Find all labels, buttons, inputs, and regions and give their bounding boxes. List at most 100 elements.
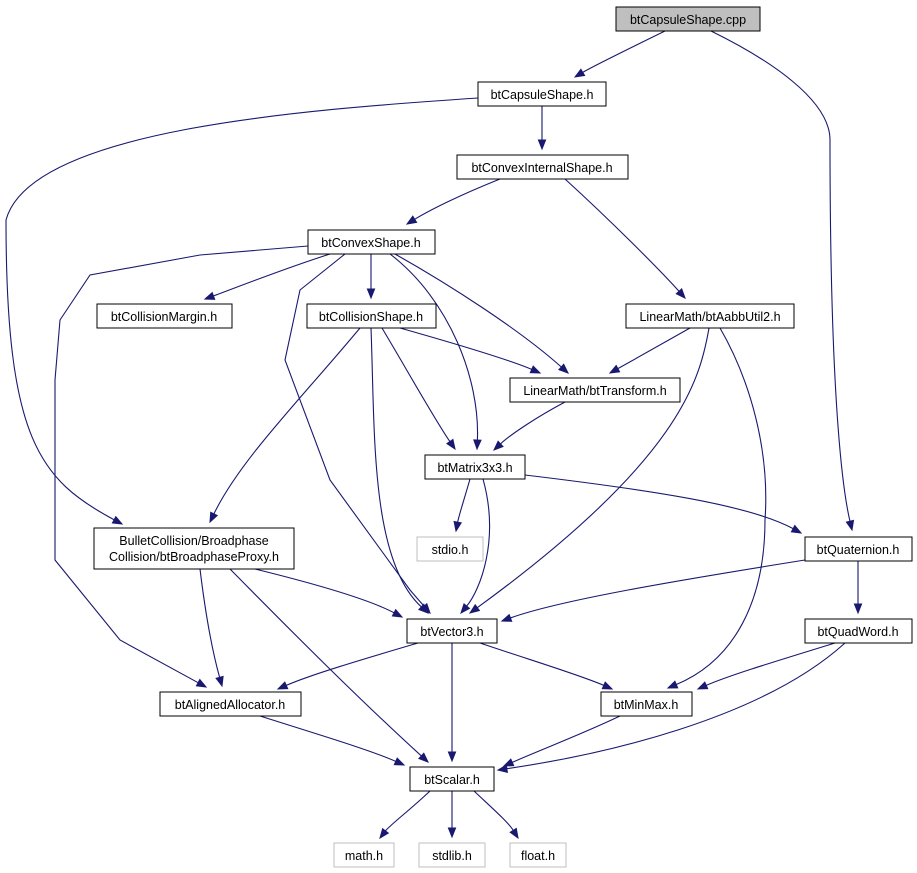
arrowhead-icon <box>573 68 586 78</box>
node-label: btQuaternion.h <box>817 543 900 557</box>
node-label: btConvexShape.h <box>321 236 420 250</box>
edge-convex-internal-to-convex-shape <box>405 178 501 225</box>
nodes-layer: btCapsuleShape.cpp btCapsuleShape.h btCo… <box>93 6 913 868</box>
node-label: btCapsuleShape.h <box>491 88 594 102</box>
node-btalignedallocator-h[interactable]: btAlignedAllocator.h <box>159 691 302 717</box>
edge-line <box>582 30 666 73</box>
node-float-h[interactable]: float.h <box>509 842 567 868</box>
node-btvector3-h[interactable]: btVector3.h <box>406 618 498 644</box>
node-label: btQuadWord.h <box>817 625 898 639</box>
edge-line <box>676 327 767 686</box>
edge-line <box>512 715 621 763</box>
arrowhead-icon <box>558 363 569 374</box>
edge-scalar-to-math <box>379 790 431 840</box>
edge-line <box>479 642 604 686</box>
edge-collision-shape-to-bp-proxy <box>209 327 361 524</box>
arrowhead-icon <box>418 752 429 763</box>
edge-line <box>706 642 836 686</box>
edge-line <box>385 790 431 832</box>
node-label: btAlignedAllocator.h <box>175 698 286 712</box>
arrowhead-icon <box>790 524 803 534</box>
arrowhead-icon <box>393 757 406 766</box>
edge-collision-shape-to-transform <box>399 327 542 374</box>
edge-line <box>476 327 710 609</box>
node-math-h[interactable]: math.h <box>333 842 395 868</box>
edge-quaternion-to-vector3 <box>500 559 806 622</box>
node-label: btVector3.h <box>420 625 483 639</box>
edge-line <box>5 97 479 521</box>
node-label: stdlib.h <box>432 849 472 863</box>
edge-line <box>284 253 425 607</box>
edge-matrix-to-stdio <box>453 478 471 533</box>
node-btscalar-h[interactable]: btScalar.h <box>409 766 495 792</box>
node-linearmath-btaabbutil2-h[interactable]: LinearMath/btAabbUtil2.h <box>625 303 795 329</box>
node-btminmax-h[interactable]: btMinMax.h <box>600 691 693 717</box>
edge-line <box>506 642 846 770</box>
edge-convex-shape-to-transform <box>394 253 569 374</box>
node-label: float.h <box>521 849 555 863</box>
node-label: btMatrix3x3.h <box>437 461 512 475</box>
edge-transform-to-matrix <box>493 401 566 451</box>
edge-bp-proxy-to-aligned-alloc <box>199 568 224 688</box>
node-btquadword-h[interactable]: btQuadWord.h <box>804 618 913 644</box>
node-btcollisionmargin-h[interactable]: btCollisionMargin.h <box>96 303 233 329</box>
node-stdlib-h[interactable]: stdlib.h <box>418 842 486 868</box>
edge-aabb-util-to-vector3 <box>468 327 710 614</box>
edge-convex-shape-to-aligned-alloc <box>54 245 309 688</box>
edge-quaternion-to-quadword <box>853 560 863 615</box>
edge-line <box>510 559 806 619</box>
arrowhead-icon <box>493 440 504 451</box>
arrowhead-icon <box>447 827 457 839</box>
edge-bp-proxy-to-scalar <box>229 568 429 763</box>
node-btquaternion-h[interactable]: btQuaternion.h <box>804 536 913 562</box>
arrowhead-icon <box>447 751 457 763</box>
node-btbroadphaseproxy-h[interactable]: BulletCollision/Broadphase Collision/btB… <box>93 527 295 570</box>
edge-line <box>259 715 396 762</box>
node-btcapsuleshape-cpp[interactable]: btCapsuleShape.cpp <box>615 6 761 32</box>
arrowhead-icon <box>203 291 216 300</box>
arrowhead-icon <box>496 764 508 773</box>
node-label: btCollisionShape.h <box>319 310 423 324</box>
node-btconvexshape-h[interactable]: btConvexShape.h <box>307 229 436 255</box>
edge-aabb-util-to-transform <box>608 327 691 374</box>
edge-line <box>286 642 419 686</box>
edge-line <box>457 478 471 523</box>
edge-line <box>381 327 451 442</box>
node-btcapsuleshape-h[interactable]: btCapsuleShape.h <box>477 81 607 107</box>
node-btcollisionshape-h[interactable]: btCollisionShape.h <box>306 303 437 329</box>
arrowhead-icon <box>666 680 679 689</box>
node-label: stdio.h <box>432 543 469 557</box>
arrowhead-icon <box>537 139 547 151</box>
arrowhead-icon <box>405 215 418 225</box>
arrowhead-icon <box>675 288 686 299</box>
edge-collision-shape-to-matrix <box>381 327 456 451</box>
edge-quadword-to-minmax <box>696 642 836 690</box>
edge-line <box>466 478 491 607</box>
node-btmatrix3x3-h[interactable]: btMatrix3x3.h <box>424 454 526 480</box>
arrowhead-icon <box>460 602 471 615</box>
edge-line <box>394 253 562 368</box>
edge-line <box>414 178 501 220</box>
edge-capsule-h-to-convex-internal <box>537 105 547 151</box>
node-label: btScalar.h <box>424 773 480 787</box>
arrowhead-icon <box>195 678 208 688</box>
edge-quadword-to-scalar <box>496 642 846 773</box>
edge-vector3-to-minmax <box>479 642 614 690</box>
edge-capsule-cpp-to-quaternion <box>710 30 855 532</box>
edge-vector3-to-scalar <box>447 643 457 763</box>
edge-line <box>254 568 395 614</box>
edge-line <box>710 30 851 522</box>
edge-convex-shape-to-collision-margin <box>203 253 331 300</box>
arrowhead-icon <box>845 519 855 532</box>
node-linearmath-bttransform-h[interactable]: LinearMath/btTransform.h <box>509 377 681 403</box>
node-label: btConvexInternalShape.h <box>471 161 612 175</box>
edge-line <box>54 245 309 684</box>
edge-aabb-util-to-minmax <box>666 327 767 689</box>
edge-line <box>473 790 514 831</box>
edge-collision-shape-to-vector3 <box>370 327 429 614</box>
node-label: LinearMath/btAabbUtil2.h <box>639 310 780 324</box>
node-btconvexinternalshape-h[interactable]: btConvexInternalShape.h <box>456 154 629 180</box>
node-stdio-h[interactable]: stdio.h <box>416 536 484 562</box>
node-label: LinearMath/btTransform.h <box>523 384 666 398</box>
